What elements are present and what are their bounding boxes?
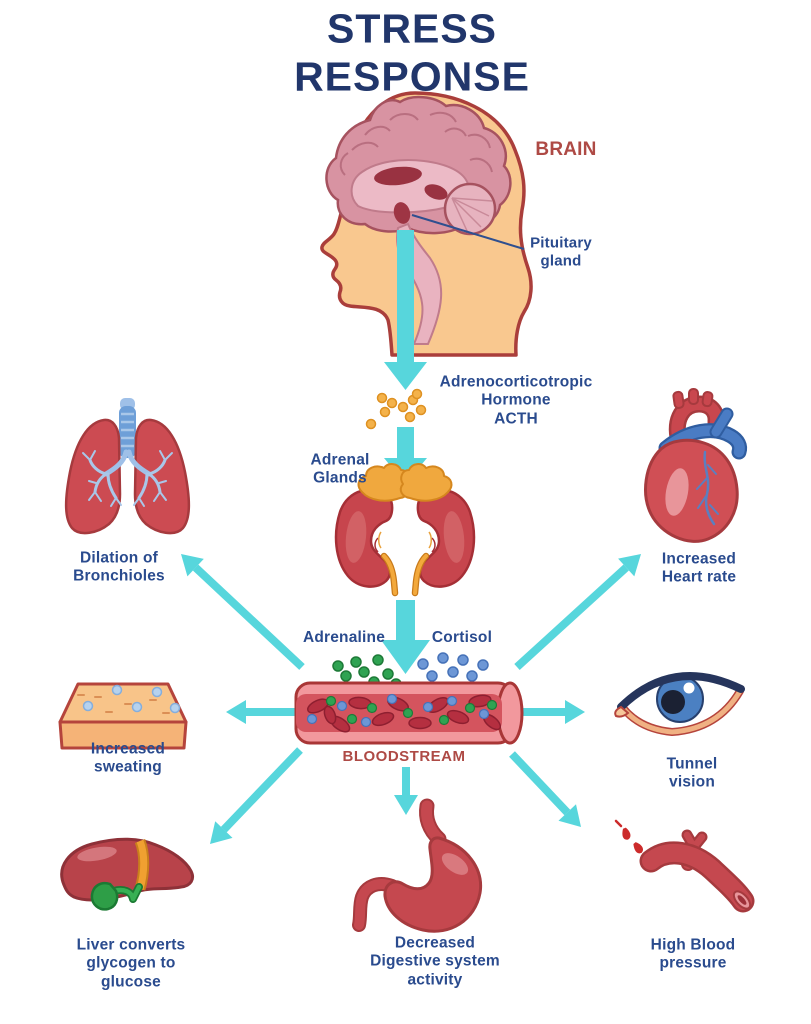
arrow-to-artery xyxy=(509,751,581,827)
page-title: STRESS RESPONSE xyxy=(294,5,530,100)
skin-pores xyxy=(77,694,170,714)
decreased-digestion-label: Decreased Digestive system activity xyxy=(370,934,500,989)
cortisol-in-blood xyxy=(306,693,490,728)
adrenaline-dots xyxy=(332,654,402,690)
brain-label: BRAIN xyxy=(535,138,597,160)
adrenaline-label: Adrenaline xyxy=(302,628,386,646)
kidney-left xyxy=(334,463,411,597)
sweat-droplets xyxy=(82,684,181,714)
arrow-brain-to-acth xyxy=(384,230,427,390)
heart-veins xyxy=(696,450,719,526)
head-brain-illustration xyxy=(320,91,533,357)
arrow-to-stomach xyxy=(394,767,418,815)
bloodstream-label: BLOODSTREAM xyxy=(342,748,466,766)
cerebellum xyxy=(443,182,497,236)
arrow-to-eye xyxy=(517,700,585,724)
arrow-to-liver xyxy=(210,747,303,844)
liver-illustration xyxy=(60,837,195,911)
pituitary-pointer-line xyxy=(411,214,525,250)
eye-illustration xyxy=(614,672,745,737)
acth-hormone-dots xyxy=(365,388,427,430)
pituitary-gland-label: Pituitary gland xyxy=(530,234,592,269)
stomach-illustration xyxy=(352,798,483,933)
dilation-bronchioles-label: Dilation of Bronchioles xyxy=(73,549,165,585)
adrenal-glands-kidneys-illustration xyxy=(334,463,474,597)
lungs-illustration xyxy=(64,398,189,535)
adrenaline-in-blood xyxy=(325,695,498,726)
acth-label: Adrenocorticotropic Hormone ACTH xyxy=(439,373,593,428)
skin-sweating-illustration xyxy=(58,682,188,750)
increased-heart-rate-label: Increased Heart rate xyxy=(661,550,737,586)
tunnel-vision-label: Tunnel vision xyxy=(666,755,718,791)
pituitary-gland-shape xyxy=(393,202,411,224)
effect-arrows xyxy=(181,554,641,844)
lung-left-lobe xyxy=(64,418,129,535)
lung-right-lobe xyxy=(129,420,189,533)
liver-glycogen-label: Liver converts glycogen to glucose xyxy=(76,936,186,991)
high-blood-pressure-label: High Blood pressure xyxy=(650,936,736,972)
heart-illustration xyxy=(644,388,748,543)
adrenal-glands-label: Adrenal Glands xyxy=(310,451,370,487)
pressure-spurt-droplets xyxy=(614,819,644,854)
arrow-to-skin xyxy=(226,700,296,724)
arrow-adrenals-to-bloodstream xyxy=(381,600,430,674)
brain-gyri-lines xyxy=(339,111,493,176)
artery-illustration xyxy=(614,819,755,913)
kidney-right xyxy=(401,464,474,593)
gallbladder xyxy=(90,881,143,911)
arrow-to-lungs xyxy=(181,554,305,670)
arrow-to-heart xyxy=(514,554,641,670)
cortisol-dots xyxy=(417,652,489,682)
bloodstream-vessel-illustration xyxy=(294,681,524,745)
increased-sweating-label: Increased sweating xyxy=(90,740,166,776)
cortisol-label: Cortisol xyxy=(431,628,493,646)
